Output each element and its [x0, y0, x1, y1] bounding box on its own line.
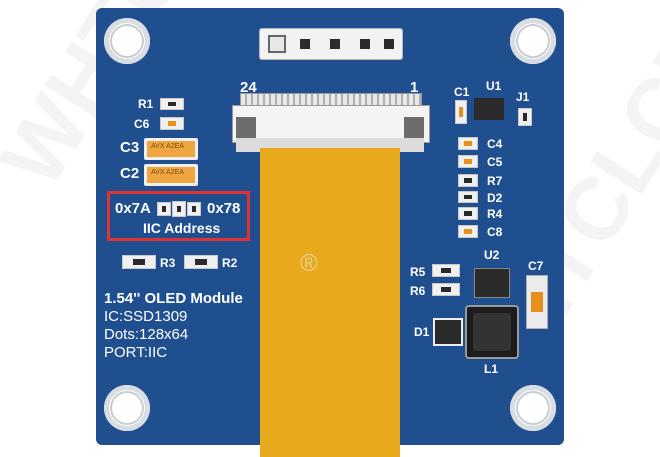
label-c6: C6 [134, 117, 150, 131]
tantalum-capacitor-c3: AVX A2EA [144, 138, 198, 160]
pin [330, 39, 340, 49]
capacitor-c6 [160, 117, 184, 130]
label-l1: L1 [484, 362, 499, 376]
mounting-hole-top-right [510, 18, 556, 64]
fpc-clip-right [404, 117, 424, 141]
mounting-hole-top-left [104, 18, 150, 64]
fpc-connector [232, 105, 430, 143]
label-u1: U1 [486, 79, 502, 93]
resistor-r5 [432, 264, 460, 277]
label-r4: R4 [487, 207, 503, 221]
capacitor-c5 [458, 155, 478, 168]
address-jumper-pad-left [157, 202, 171, 216]
flex-cable [260, 148, 400, 457]
label-c5: C5 [487, 155, 503, 169]
module-title: 1.54'' OLED Module [104, 290, 243, 307]
label-j1: J1 [516, 90, 530, 104]
cap-marking: AVX A2EA [151, 143, 184, 150]
diode-d2 [458, 191, 478, 203]
capacitor-c7 [526, 275, 548, 329]
label-c7: C7 [528, 259, 544, 273]
address-resistor [172, 201, 186, 217]
module-ic: IC:SSD1309 [104, 308, 188, 325]
capacitor-c4 [458, 137, 478, 150]
label-u2: U2 [484, 248, 500, 262]
resistor-r7 [458, 174, 478, 187]
inductor-l1 [465, 305, 519, 359]
label-r7: R7 [487, 174, 503, 188]
resistor-r3 [122, 255, 156, 269]
fpc-pin-24-label: 24 [240, 79, 257, 96]
resistor-r4 [458, 207, 478, 220]
resistor-r2 [184, 255, 218, 269]
resistor-r6 [432, 283, 460, 296]
iic-address-0x78: 0x78 [207, 200, 241, 217]
ic-u2 [474, 268, 510, 298]
label-c1: C1 [454, 85, 470, 99]
label-c2: C2 [120, 165, 140, 182]
pin [300, 39, 310, 49]
iic-address-highlight-box [107, 191, 250, 241]
pin-1-square [268, 35, 286, 53]
mounting-hole-bottom-right [510, 385, 556, 431]
address-jumper-pad-right [187, 202, 201, 216]
registered-mark: ® [300, 250, 318, 277]
fpc-clip-left [236, 117, 256, 141]
label-r1: R1 [138, 97, 154, 111]
label-d1: D1 [414, 325, 430, 339]
module-dots: Dots:128x64 [104, 326, 189, 343]
jumper-j1 [518, 108, 532, 126]
fpc-pin-1-label: 1 [410, 79, 419, 96]
label-r5: R5 [410, 265, 426, 279]
iic-address-caption: IIC Address [143, 220, 221, 236]
label-c4: C4 [487, 137, 503, 151]
resistor-r1 [160, 98, 184, 110]
module-port: PORT:IIC [104, 344, 168, 361]
label-r2: R2 [222, 256, 238, 270]
cap-marking: AVX A2EA [151, 169, 184, 176]
capacitor-c1 [455, 100, 467, 124]
pin-header [259, 28, 403, 60]
iic-address-0x7a: 0x7A [115, 200, 151, 217]
label-c3: C3 [120, 139, 140, 156]
label-r6: R6 [410, 284, 426, 298]
tantalum-capacitor-c2: AVX A2EA [144, 164, 198, 186]
label-d2: D2 [487, 191, 503, 205]
diode-d1 [433, 318, 463, 346]
label-c8: C8 [487, 225, 503, 239]
pin [360, 39, 370, 49]
capacitor-c8 [458, 225, 478, 238]
regulator-u1 [474, 98, 504, 120]
pin [384, 39, 394, 49]
mounting-hole-bottom-left [104, 385, 150, 431]
label-r3: R3 [160, 256, 176, 270]
